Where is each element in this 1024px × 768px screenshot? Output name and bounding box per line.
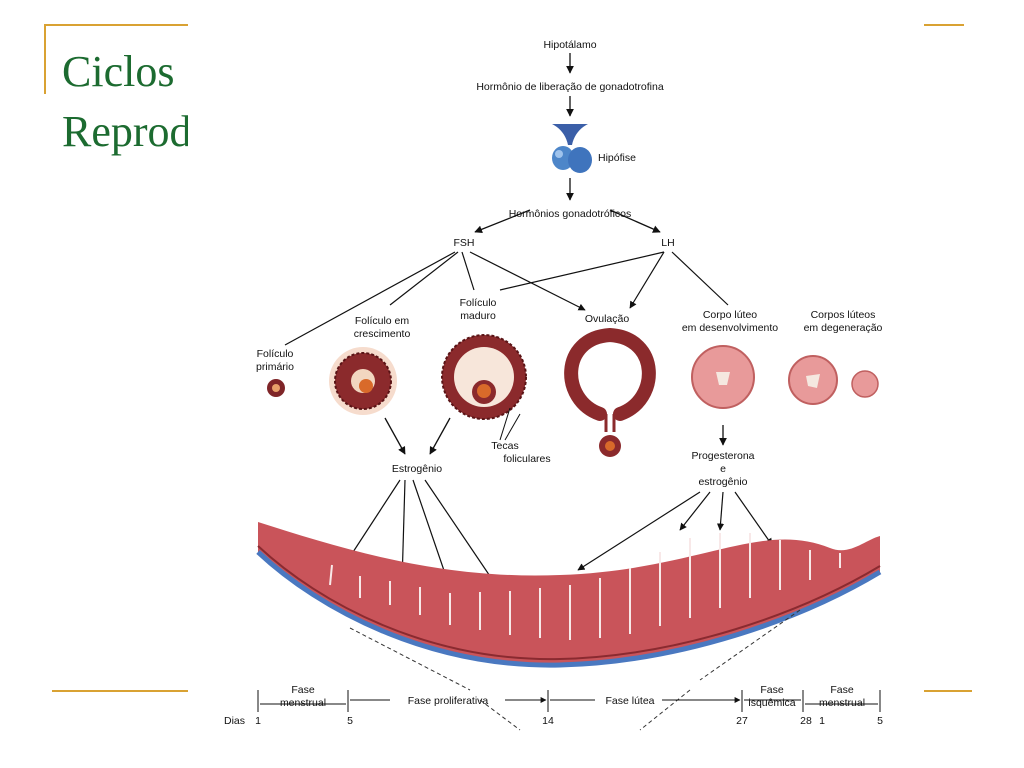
day-label: 5 xyxy=(347,715,353,727)
ovulation-label: Ovulação xyxy=(585,313,630,325)
corpus-luteum-dev-label-1: Corpo lúteo xyxy=(703,309,757,321)
thecae-pointer-2 xyxy=(504,413,521,441)
pituitary-gland-icon xyxy=(552,124,592,173)
primary-follicle-label-2: primário xyxy=(256,361,294,373)
pituitary-label: Hipófise xyxy=(598,152,636,164)
corpora-lutea-degen-label-2: em degeneração xyxy=(804,322,883,334)
fsh-label: FSH xyxy=(454,237,475,249)
degenerating-corpora-lutea-icon xyxy=(788,355,879,405)
phase-menstrual2-label-2: menstrual xyxy=(819,697,865,709)
phase-luteal-label: Fase lútea xyxy=(605,695,654,707)
lh-lines xyxy=(499,251,729,309)
estrogen-label: Estrogênio xyxy=(392,463,442,475)
bottom-right-accent-line xyxy=(924,690,972,692)
reproductive-cycle-diagram: Hipotálamo Hormônio de liberação de gona… xyxy=(224,39,883,731)
hypothalamus-label: Hipotálamo xyxy=(543,39,596,51)
day-label: 5 xyxy=(877,715,883,727)
top-left-accent-line xyxy=(44,24,188,26)
gonadotropins-label: Hormônios gonadotróficos xyxy=(509,208,632,220)
mature-follicle-icon xyxy=(441,334,527,420)
arrow-to-fsh xyxy=(474,209,531,234)
reproductive-cycle-figure: Hipotálamo Hormônio de liberação de gona… xyxy=(188,25,896,733)
growing-follicle-label-2: crescimento xyxy=(354,328,411,340)
corpus-luteum-icon xyxy=(691,345,755,409)
day-label: 27 xyxy=(736,715,748,727)
arrow-growing-estrogen xyxy=(384,417,406,455)
phase-menstrual-label-2: menstrual xyxy=(280,697,326,709)
gnrh-label: Hormônio de liberação de gonadotrofina xyxy=(476,81,664,93)
timeline-axis xyxy=(257,690,881,712)
phase-menstrual2-label-1: Fase xyxy=(830,684,854,696)
thecae-label-2: foliculares xyxy=(503,453,550,465)
primary-follicle-label-1: Folículo xyxy=(257,348,294,360)
bottom-left-accent-line xyxy=(52,690,188,692)
phase-menstrual-label-1: Fase xyxy=(291,684,315,696)
progesterone-label-2: e xyxy=(720,463,726,475)
lh-label: LH xyxy=(661,237,674,249)
top-right-accent-line xyxy=(924,24,964,26)
endometrium-illustration xyxy=(256,522,882,668)
phase-proliferative-label: Fase proliferativa xyxy=(408,695,489,707)
day-label: 1 xyxy=(819,715,825,727)
mature-follicle-label-1: Folículo xyxy=(460,297,497,309)
growing-follicle-icon xyxy=(329,347,397,415)
ovulation-follicle-icon xyxy=(564,327,656,457)
primary-follicle-icon xyxy=(267,379,285,397)
progesterone-label-3: estrogênio xyxy=(698,476,747,488)
top-left-accent-bar xyxy=(44,24,46,94)
thecae-label-1: Tecas xyxy=(491,440,518,452)
progesterone-arrows xyxy=(577,491,773,571)
days-label: Dias xyxy=(224,715,245,727)
title-line-1: Ciclos xyxy=(62,47,175,96)
thecae-pointer-1 xyxy=(499,407,511,441)
progesterone-label-1: Progesterona xyxy=(691,450,754,462)
mature-follicle-label-2: maduro xyxy=(460,310,496,322)
day-label: 1 xyxy=(255,715,261,727)
day-label: 14 xyxy=(542,715,554,727)
corpus-luteum-dev-label-2: em desenvolvimento xyxy=(682,322,778,334)
phase-ischemic-label-2: isquêmica xyxy=(748,697,795,709)
growing-follicle-label-1: Folículo em xyxy=(355,315,410,327)
corpora-lutea-degen-label-1: Corpos lúteos xyxy=(811,309,876,321)
fsh-lines xyxy=(284,251,586,346)
phase-guides xyxy=(349,609,801,731)
phase-ischemic-label-1: Fase xyxy=(760,684,784,696)
arrow-mature-estrogen xyxy=(429,417,451,455)
day-label: 28 xyxy=(800,715,812,727)
arrow-to-lh xyxy=(609,209,661,233)
